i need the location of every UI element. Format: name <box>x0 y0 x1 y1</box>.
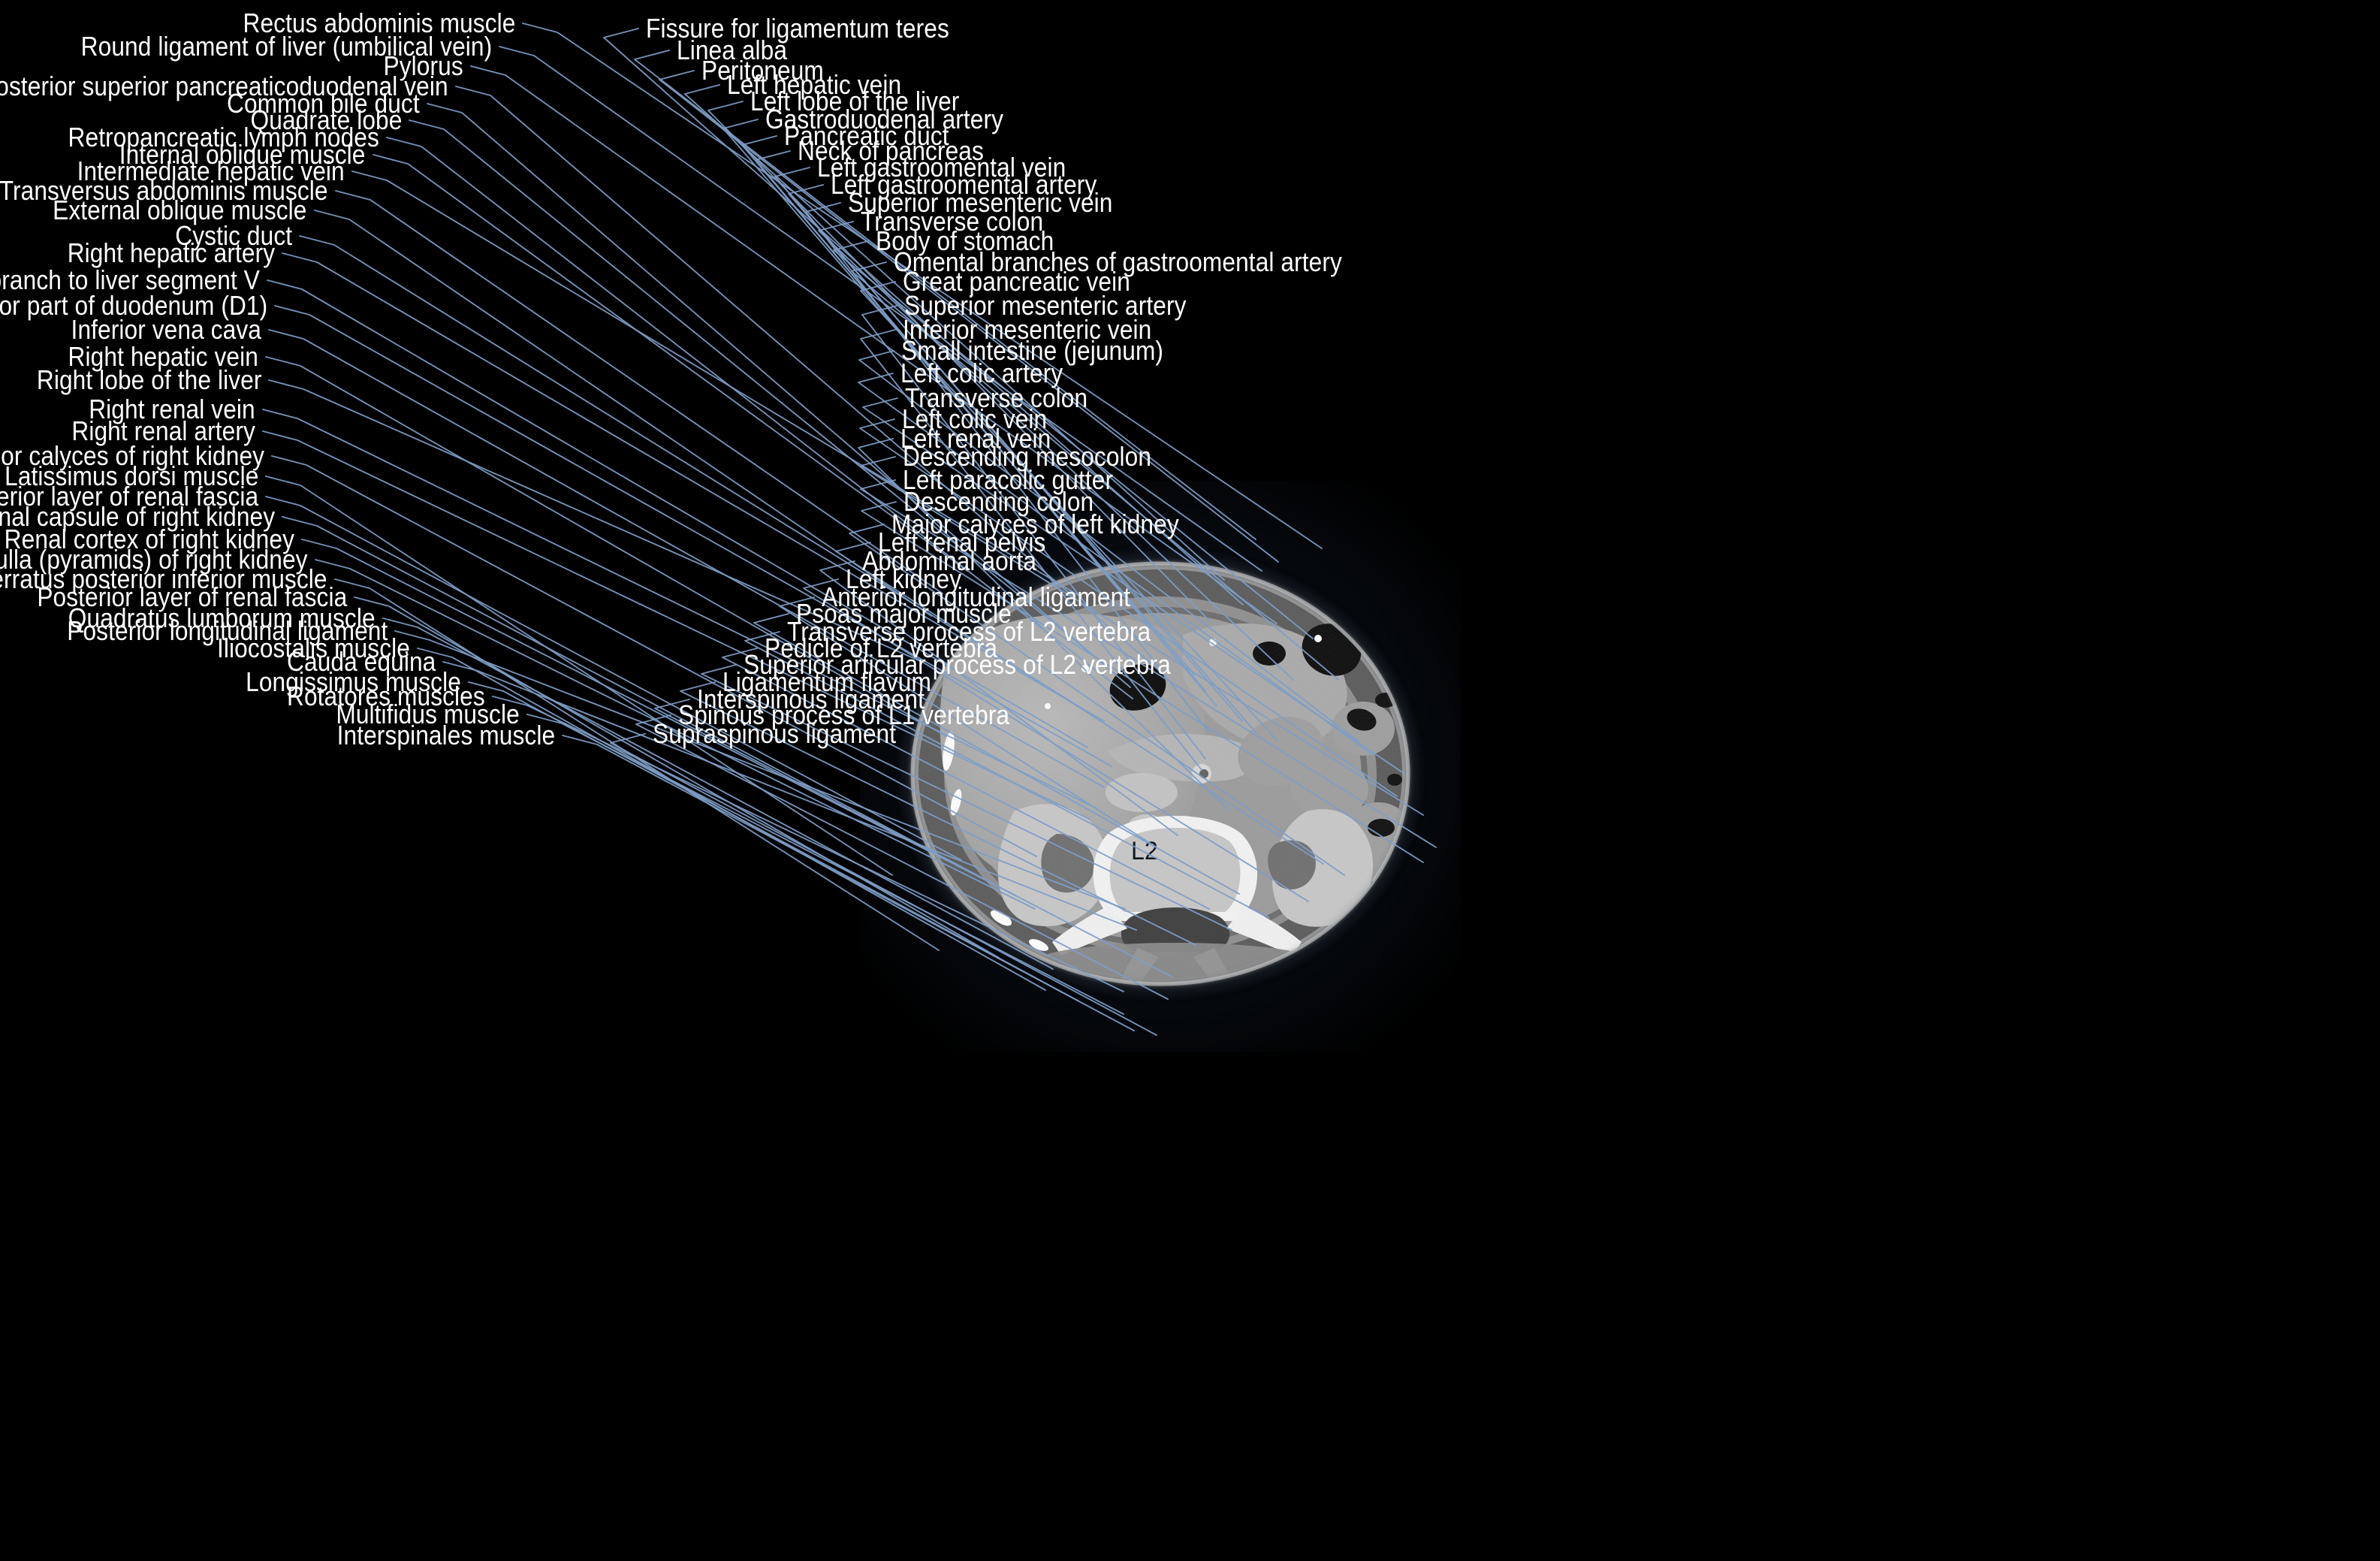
anatomy-label-pylorus: Pylorus <box>383 50 463 81</box>
anatomy-label-body-of-stomach: Body of stomach <box>876 225 1054 256</box>
anatomy-label-pedicle-of-l2-vertebra: Pedicle of L2 vertebra <box>765 633 998 663</box>
anatomy-label-left-renal-vein: Left renal vein <box>900 423 1051 454</box>
anatomy-label-interspinales-muscle: Interspinales muscle <box>336 720 555 750</box>
anatomy-label-external-oblique-muscle: External oblique muscle <box>53 195 307 225</box>
anatomy-label-rectus-abdominis-muscle: Rectus abdominis muscle <box>243 8 515 38</box>
leader-line-transversus-abdominis-muscle <box>335 190 943 594</box>
anatomy-label-peritoneum: Peritoneum <box>701 55 824 86</box>
anatomy-label-left-hepatic-vein: Left hepatic vein <box>727 69 902 100</box>
anatomy-label-interspinous-ligament: Interspinous ligament <box>697 684 925 714</box>
anatomy-label-quadratus-lumborum-muscle: Quadratus lumborum muscle <box>68 602 376 633</box>
anatomy-label-cauda-equina: Cauda equina <box>286 646 436 677</box>
anatomy-label-gastroduodenal-artery: Gastroduodenal artery <box>765 104 1004 134</box>
anatomy-label-pancreatic-duct: Pancreatic duct <box>784 120 949 151</box>
anatomy-label-left-gastroomental-vein: Left gastroomental vein <box>817 152 1066 183</box>
anatomy-label-transversus-abdominis-muscle: Transversus abdominis muscle <box>0 175 328 206</box>
anatomy-label-major-calyces-of-left-kidney: Major calyces of left kidney <box>891 509 1179 539</box>
anatomy-label-linea-alba: Linea alba <box>677 35 788 65</box>
anatomy-label-rotatores-muscles: Rotatores muscles <box>287 681 485 711</box>
anatomy-label-transverse-colon: Transverse colon <box>861 206 1044 237</box>
anatomy-label-quadrate-lobe: Quadrate lobe <box>250 104 402 135</box>
anatomy-label-posterior-layer-of-renal-fascia: Posterior layer of renal fascia <box>37 581 347 612</box>
anatomy-label-small-intestine-jejunum: Small intestine (jejunum) <box>901 335 1164 366</box>
anatomy-label-psoas-major-muscle: Psoas major muscle <box>796 598 1012 629</box>
anatomy-label-neck-of-pancreas: Neck of pancreas <box>798 135 984 166</box>
anatomy-label-right-renal-vein: Right renal vein <box>89 394 255 424</box>
anatomy-label-right-renal-artery: Right renal artery <box>71 415 255 446</box>
anatomy-label-omental-branches-of-gastroomental-artery: Omental branches of gastroomental artery <box>894 246 1342 277</box>
anatomy-label-descending-mesocolon: Descending mesocolon <box>903 441 1152 472</box>
anatomy-label-iliocostalis-muscle: Iliocostalis muscle <box>217 633 410 663</box>
anatomy-label-superior-mesenteric-artery: Superior mesenteric artery <box>904 290 1187 321</box>
anatomy-label-renal-cortex-of-right-kidney: Renal cortex of right kidney <box>4 524 294 554</box>
anatomy-label-left-paracolic-gutter: Left paracolic gutter <box>903 464 1114 495</box>
anatomy-label-portal-vein-branch-to-liver-segment-v: Portal vein branch to liver segment V <box>0 264 260 295</box>
anatomy-label-retropancreatic-lymph-nodes: Retropancreatic lymph nodes <box>68 122 379 152</box>
anatomy-label-left-kidney: Left kidney <box>846 563 962 594</box>
anatomy-label-left-lobe-of-the-liver: Left lobe of the liver <box>750 86 960 116</box>
anatomy-label-medulla-pyramids-of-right-kidney: Medulla (pyramids) of right kidney <box>0 544 308 575</box>
anatomy-label-right-lobe-of-the-liver: Right lobe of the liver <box>36 364 261 395</box>
anatomy-label-posterior-longitudinal-ligament: Posterior longitudinal ligament <box>66 615 388 646</box>
anatomy-label-internal-oblique-muscle: Internal oblique muscle <box>119 139 366 170</box>
anatomy-label-transverse-process-of-l2-vertebra: Transverse process of L2 vertebra <box>787 616 1151 647</box>
anatomy-label-major-calyces-of-right-kidney: Major calyces of right kidney <box>0 440 264 471</box>
anatomy-label-round-ligament-of-liver-umbilical-vein: Round ligament of liver (umbilical vein) <box>80 31 492 62</box>
anatomy-label-descending-colon: Descending colon <box>903 486 1094 517</box>
anatomy-label-inferior-vena-cava: Inferior vena cava <box>71 314 261 345</box>
anatomy-label-multifidus-muscle: Multifidus muscle <box>336 699 520 729</box>
anatomy-label-anterior-longitudinal-ligament: Anterior longitudinal ligament <box>822 581 1131 612</box>
anatomy-label-fissure-for-ligamentum-teres: Fissure for ligamentum teres <box>646 13 949 44</box>
anatomy-label-transverse-colon: Transverse colon <box>905 382 1088 413</box>
anatomy-label-cystic-duct: Cystic duct <box>175 220 292 251</box>
anatomy-label-posterior-superior-pancreaticoduodenal-vein: Posterior superior pancreaticoduodenal v… <box>0 71 448 101</box>
anatomy-label-left-colic-artery: Left colic artery <box>900 358 1063 388</box>
leader-line-external-oblique-muscle <box>314 210 932 617</box>
anatomy-label-supraspinous-ligament: Supraspinous ligament <box>653 718 897 749</box>
anatomy-label-abdominal-aorta: Abdominal aorta <box>862 545 1037 576</box>
anatomy-label-left-renal-pelvis: Left renal pelvis <box>878 527 1046 557</box>
anatomy-label-renal-capsule-of-right-kidney: Renal capsule of right kidney <box>0 501 275 532</box>
anatomy-label-right-hepatic-artery: Right hepatic artery <box>67 237 275 268</box>
anatomy-label-intermediate-hepatic-vein: Intermediate hepatic vein <box>77 155 345 186</box>
anatomy-label-great-pancreatic-vein: Great pancreatic vein <box>903 266 1130 297</box>
anatomy-label-right-hepatic-vein: Right hepatic vein <box>68 341 258 372</box>
anatomy-label-spinous-process-of-l1-vertebra: Spinous process of L1 vertebra <box>678 699 1010 730</box>
anatomy-label-left-gastroomental-artery: Left gastroomental artery <box>831 169 1097 200</box>
anatomy-label-anterior-layer-of-renal-fascia: Anterior layer of renal fascia <box>0 481 258 512</box>
anatomy-label-latissimus-dorsi-muscle: Latissimus dorsi muscle <box>4 460 258 491</box>
anatomy-label-superior-part-of-duodenum-d1: Superior part of duodenum (D1) <box>0 290 267 321</box>
anatomy-label-left-colic-vein: Left colic vein <box>902 403 1048 434</box>
anatomy-label-serratus-posterior-inferior-muscle: Serratus posterior inferior muscle <box>0 563 327 594</box>
anatomy-label-longissimus-muscle: Longissimus muscle <box>246 666 461 697</box>
anatomy-label-superior-mesenteric-vein: Superior mesenteric vein <box>848 187 1113 218</box>
anatomy-label-inferior-mesenteric-vein: Inferior mesenteric vein <box>903 314 1152 345</box>
anatomy-label-common-bile-duct: Common bile duct <box>227 88 420 119</box>
anatomy-label-superior-articular-process-of-l2-vertebra: Superior articular process of L2 vertebr… <box>744 649 1171 680</box>
anatomy-label-ligamentum-flavum: Ligamentum flavum <box>722 666 931 697</box>
